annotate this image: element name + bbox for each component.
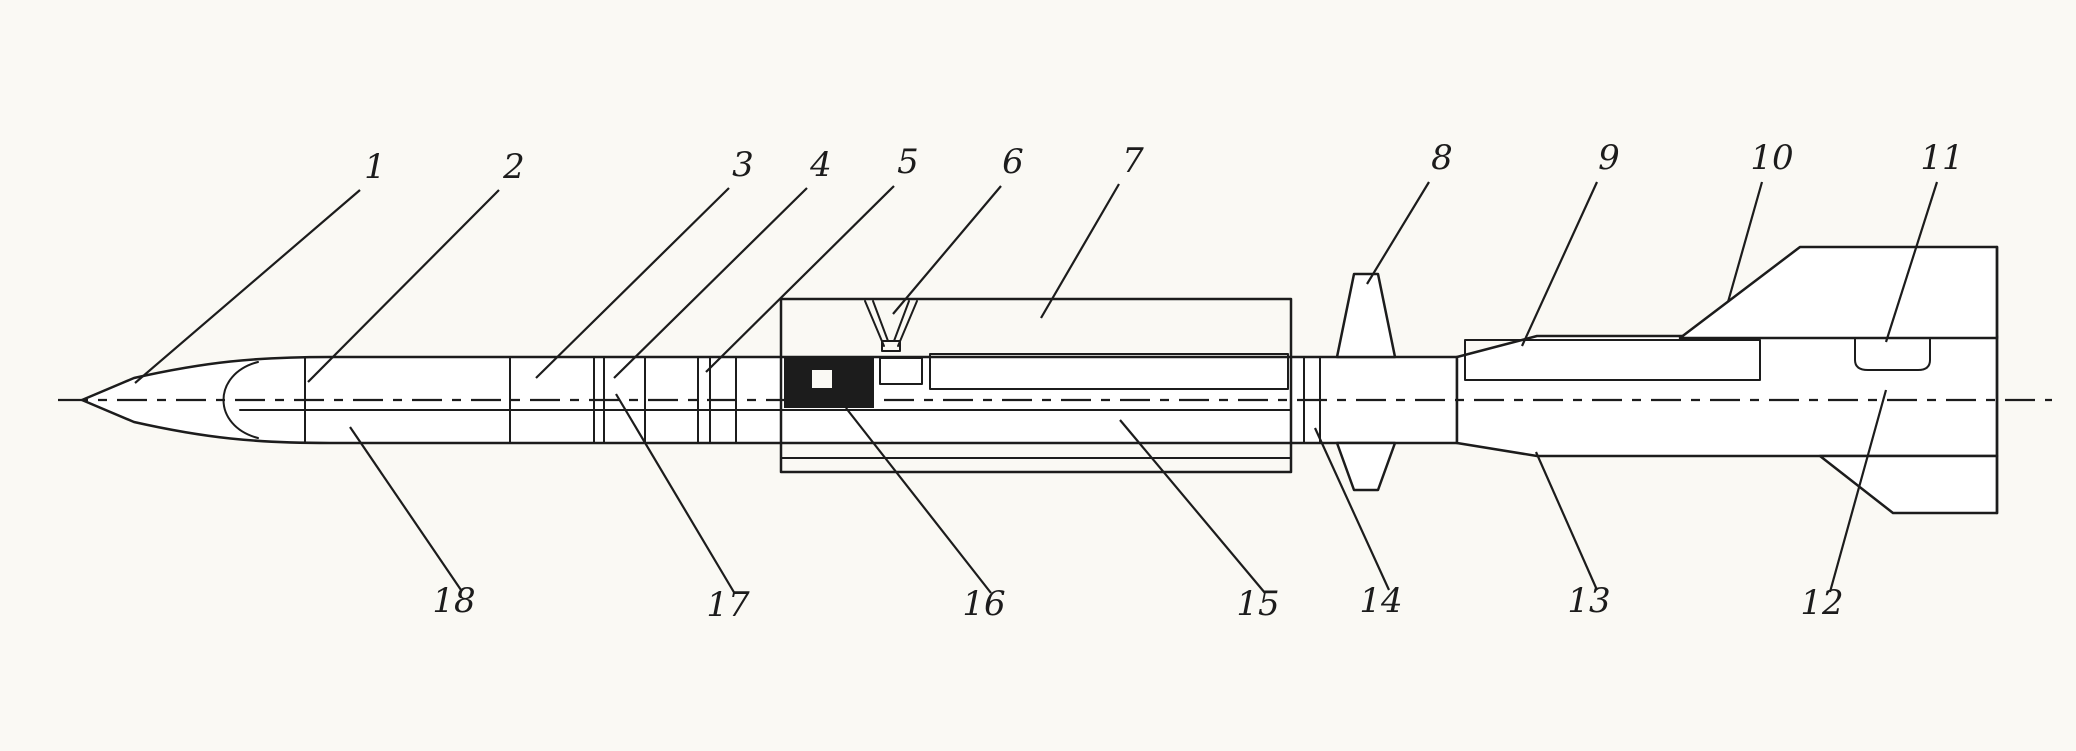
nozzle-line xyxy=(897,300,918,347)
nozzle-line xyxy=(893,300,910,342)
callout-8: 8 xyxy=(1431,138,1453,178)
leader-line-8 xyxy=(1366,181,1430,285)
callout-16: 16 xyxy=(962,584,1005,624)
nozzle-throat xyxy=(881,340,901,352)
rear-fuselage-outline xyxy=(1455,334,1999,458)
leader-line-1 xyxy=(134,189,361,384)
fin-lower-rear xyxy=(1818,454,1999,515)
nozzle-line xyxy=(872,300,889,342)
callout-labels: 1 2 3 4 5 6 7 8 9 10 11 12 13 14 15 16 1… xyxy=(364,138,1963,625)
leader-line-9 xyxy=(1520,181,1599,347)
callout-14: 14 xyxy=(1359,581,1402,621)
missile-drawing xyxy=(58,245,2052,515)
wing-upper xyxy=(1678,245,1999,340)
callout-1: 1 xyxy=(364,147,386,187)
callout-12: 12 xyxy=(1800,583,1843,623)
nozzle-line xyxy=(864,300,885,347)
callout-4: 4 xyxy=(809,145,832,185)
seeker-dome xyxy=(222,361,259,439)
motor-housing-outline xyxy=(779,297,1293,474)
leader-line-11 xyxy=(1884,181,1939,343)
fin-top xyxy=(1335,272,1397,359)
leader-line-13 xyxy=(1534,451,1599,591)
callout-3: 3 xyxy=(732,145,754,185)
fin-bottom xyxy=(1335,441,1397,492)
callout-6: 6 xyxy=(1002,142,1024,182)
igniter-housing-box xyxy=(879,357,923,385)
callout-9: 9 xyxy=(1598,138,1620,178)
leader-line-6 xyxy=(892,185,1002,315)
callout-17: 17 xyxy=(706,585,750,625)
callout-2: 2 xyxy=(502,147,525,187)
callout-7: 7 xyxy=(1122,141,1144,181)
propellant-grain-aft xyxy=(1464,339,1761,381)
leader-lines xyxy=(134,181,1939,595)
igniter-block xyxy=(784,356,923,408)
leader-line-18 xyxy=(349,426,462,591)
callout-18: 18 xyxy=(432,581,475,621)
leader-line-5 xyxy=(705,185,895,373)
propellant-grain-forward xyxy=(929,353,1289,390)
nozzle-detail xyxy=(864,300,918,352)
callout-13: 13 xyxy=(1567,581,1610,621)
leader-line-17 xyxy=(615,393,736,595)
callout-11: 11 xyxy=(1920,138,1963,178)
leader-line-4 xyxy=(613,187,808,379)
callout-5: 5 xyxy=(897,142,919,182)
leader-line-14 xyxy=(1313,427,1391,591)
leader-line-2 xyxy=(307,189,500,383)
leader-line-7 xyxy=(1040,183,1120,319)
igniter-slot xyxy=(812,370,832,388)
callout-10: 10 xyxy=(1750,138,1793,178)
leader-line-15 xyxy=(1119,419,1266,594)
callout-15: 15 xyxy=(1236,584,1279,624)
leader-line-10 xyxy=(1726,181,1764,303)
leader-line-3 xyxy=(535,187,730,379)
actuator-bracket xyxy=(1854,337,1931,371)
leader-line-16 xyxy=(845,407,992,594)
leader-line-12 xyxy=(1828,389,1888,593)
